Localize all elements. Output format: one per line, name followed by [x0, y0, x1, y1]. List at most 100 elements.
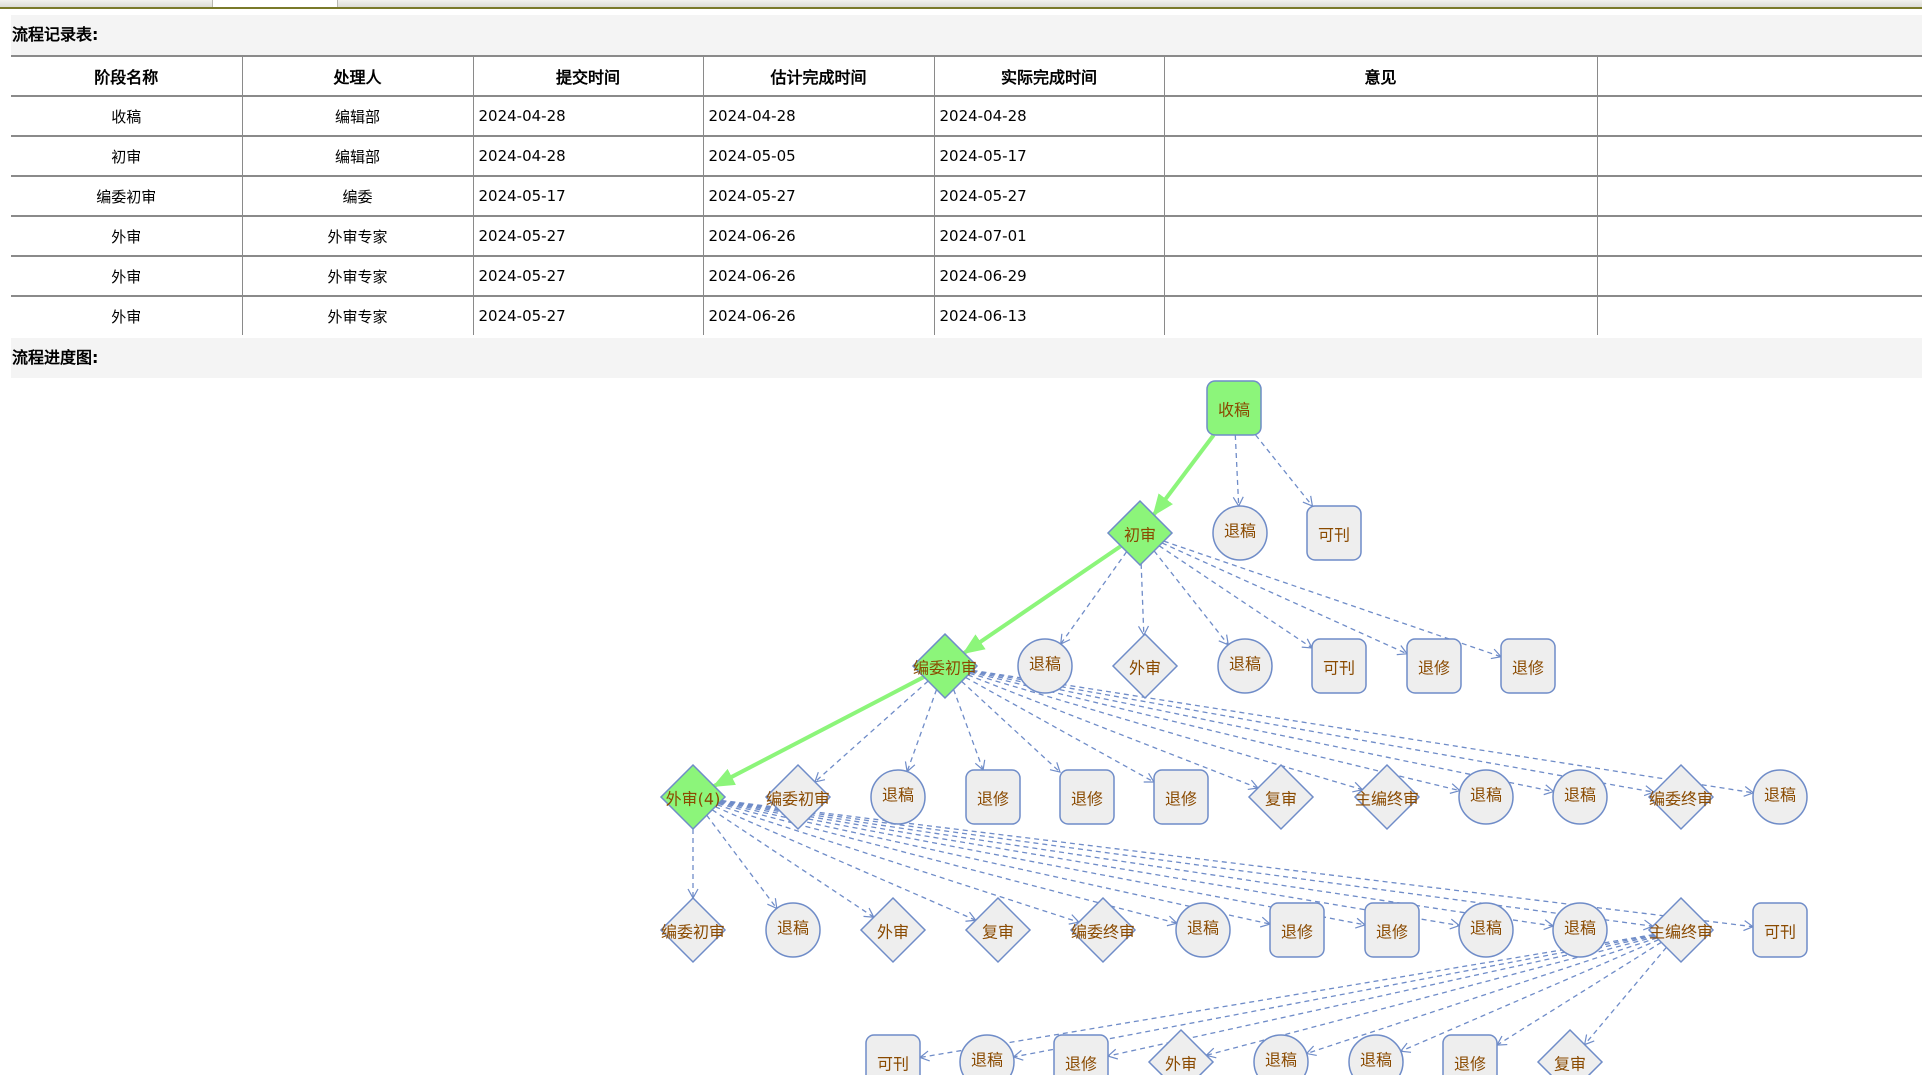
- flow-node-n23[interactable]: 编委初审: [659, 896, 727, 964]
- flow-node-n14[interactable]: 退修: [965, 769, 1021, 825]
- node-label: 可刊: [1318, 526, 1350, 545]
- circle-shape: [1017, 638, 1073, 694]
- flow-node-n13[interactable]: 退稿: [870, 769, 926, 825]
- flow-node-n8[interactable]: 可刊: [1311, 638, 1367, 694]
- flow-node-n9[interactable]: 退修: [1406, 638, 1462, 694]
- cell-estimated: 2024-06-26: [703, 215, 935, 256]
- node-label: 可刊: [1323, 659, 1355, 678]
- diamond-shape: [1111, 632, 1179, 700]
- tab-1[interactable]: [0, 0, 213, 7]
- circle-shape: [765, 902, 821, 958]
- cell-extra: [1597, 95, 1922, 136]
- flow-node-n33[interactable]: 主编终审: [1647, 896, 1715, 964]
- possible-flow-edge: [961, 680, 1061, 773]
- diamond-shape: [911, 632, 979, 700]
- rounded-box-shape: [1364, 902, 1420, 958]
- flow-node-n35[interactable]: 可刊: [865, 1034, 921, 1075]
- flow-node-n42[interactable]: 复审: [1536, 1028, 1604, 1075]
- flow-node-n15[interactable]: 退修: [1059, 769, 1115, 825]
- node-label: 退稿: [1564, 919, 1596, 938]
- possible-flow-edge: [1158, 545, 1314, 649]
- flow-node-n12[interactable]: 编委初审: [764, 763, 832, 831]
- possible-flow-edge: [904, 689, 938, 773]
- flow-node-n21[interactable]: 编委终审: [1647, 763, 1715, 831]
- node-label: 可刊: [877, 1055, 909, 1074]
- node-label: 初审: [1124, 526, 1156, 545]
- flow-node-n10[interactable]: 退修: [1500, 638, 1556, 694]
- node-label: 主编终审: [1649, 923, 1713, 942]
- nodes-layer: 收稿初审退稿可刊编委初审退稿外审退稿可刊退修退修外审(4)编委初审退稿退修退修退…: [659, 380, 1808, 1075]
- flow-node-n17[interactable]: 复审: [1247, 763, 1315, 831]
- circle-shape: [1458, 769, 1514, 825]
- node-label: 退稿: [1229, 655, 1261, 674]
- flow-node-n27[interactable]: 编委终审: [1069, 896, 1137, 964]
- cell-estimated: 2024-05-27: [703, 175, 935, 216]
- flow-node-n28[interactable]: 退稿: [1175, 902, 1231, 958]
- cell-estimated: 2024-06-26: [703, 295, 935, 335]
- node-label: 复审: [1554, 1055, 1586, 1074]
- flow-node-n22[interactable]: 退稿: [1752, 769, 1808, 825]
- possible-flow-edge: [716, 804, 1081, 925]
- flow-node-n5[interactable]: 退稿: [1017, 638, 1073, 694]
- flow-node-n40[interactable]: 退稿: [1348, 1034, 1404, 1075]
- possible-flow-edge: [952, 689, 986, 772]
- active-flow-edge: [1152, 433, 1216, 517]
- flow-progress-diagram: 收稿初审退稿可刊编委初审退稿外审退稿可刊退修退修外审(4)编委初审退稿退修退修退…: [659, 380, 1808, 1075]
- flow-node-n1[interactable]: 初审: [1106, 499, 1174, 567]
- diamond-shape: [964, 896, 1032, 964]
- rounded-box-shape: [1206, 380, 1262, 436]
- cell-extra: [1597, 255, 1922, 296]
- circle-shape: [1752, 769, 1808, 825]
- column-header-opinion: 意见: [1164, 55, 1598, 96]
- node-label: 退稿: [1187, 919, 1219, 938]
- cell-opinion: [1164, 95, 1598, 136]
- flow-node-n36[interactable]: 退稿: [959, 1034, 1015, 1075]
- flow-node-n31[interactable]: 退稿: [1458, 902, 1514, 958]
- possible-flow-edge: [965, 676, 1156, 783]
- flow-node-n16[interactable]: 退修: [1153, 769, 1209, 825]
- active-flow-edge: [962, 544, 1123, 655]
- flow-node-n32[interactable]: 退稿: [1552, 902, 1608, 958]
- diamond-shape: [1069, 896, 1137, 964]
- cell-handler: 编委: [242, 175, 474, 216]
- flow-node-n6[interactable]: 外审: [1111, 632, 1179, 700]
- possible-flow-edge: [1137, 563, 1150, 637]
- flow-node-n2[interactable]: 退稿: [1212, 505, 1268, 561]
- possible-flow-edge: [1399, 939, 1659, 1053]
- flow-node-n37[interactable]: 退修: [1053, 1034, 1109, 1075]
- flow-node-n25[interactable]: 外审: [859, 896, 927, 964]
- flow-node-n11[interactable]: 外审(4): [659, 763, 727, 831]
- node-label: 退稿: [1764, 786, 1796, 805]
- flow-node-n20[interactable]: 退稿: [1552, 769, 1608, 825]
- node-label: 退修: [1281, 923, 1313, 942]
- flow-node-n0[interactable]: 收稿: [1206, 380, 1262, 436]
- flow-node-n26[interactable]: 复审: [964, 896, 1032, 964]
- possible-flow-edge: [971, 670, 1555, 796]
- flow-node-n19[interactable]: 退稿: [1458, 769, 1514, 825]
- flow-node-n4[interactable]: 编委初审: [911, 632, 979, 700]
- flow-node-n38[interactable]: 外审: [1147, 1028, 1215, 1075]
- diamond-shape: [659, 763, 727, 831]
- tab-2-active[interactable]: [212, 0, 338, 7]
- cell-handler: 编辑部: [242, 135, 474, 176]
- flow-node-n18[interactable]: 主编终审: [1353, 763, 1421, 831]
- node-label: 编委初审: [766, 790, 830, 809]
- flow-node-n34[interactable]: 可刊: [1752, 902, 1808, 958]
- circle-shape: [1217, 638, 1273, 694]
- cell-opinion: [1164, 295, 1598, 335]
- possible-flow-edge: [720, 800, 1461, 930]
- flow-node-n24[interactable]: 退稿: [765, 902, 821, 958]
- cell-stage: 外审: [11, 215, 243, 256]
- flow-node-n3[interactable]: 可刊: [1306, 505, 1362, 561]
- flow-node-n39[interactable]: 退稿: [1253, 1034, 1309, 1075]
- diamond-shape: [1147, 1028, 1215, 1075]
- flow-node-n41[interactable]: 退修: [1442, 1034, 1498, 1075]
- possible-flow-edge: [1059, 551, 1128, 646]
- flow-node-n29[interactable]: 退修: [1269, 902, 1325, 958]
- node-label: 退稿: [1564, 786, 1596, 805]
- flow-node-n30[interactable]: 退修: [1364, 902, 1420, 958]
- cell-stage: 编委初审: [11, 175, 243, 216]
- node-label: 退修: [977, 790, 1009, 809]
- flow-node-n7[interactable]: 退稿: [1217, 638, 1273, 694]
